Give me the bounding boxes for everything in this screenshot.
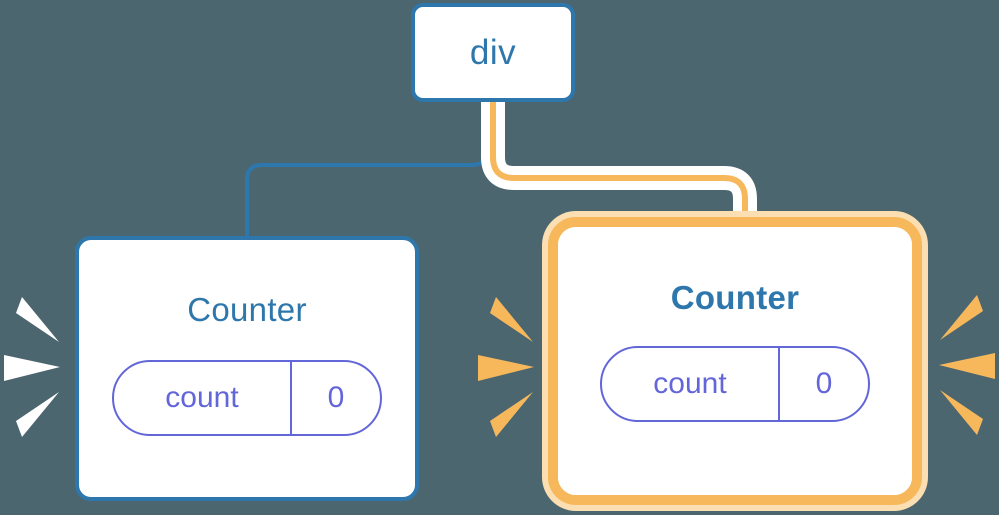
edge-halo — [481, 102, 757, 232]
counter-left-state-key: count — [114, 362, 292, 434]
counter-right-state-pill[interactable]: count 0 — [600, 346, 870, 422]
counter-left-title: Counter — [187, 291, 307, 328]
edge-div-to-counter-left — [245, 100, 489, 238]
div-node-label: div — [469, 33, 517, 72]
counter-component-left[interactable]: Counter count 0 — [75, 236, 419, 501]
counter-right-title: Counter — [670, 279, 800, 316]
counter-left-body: Counter count 0 — [79, 240, 415, 497]
counter-left-state-pill[interactable]: count 0 — [112, 360, 382, 436]
counter-right-state-key: count — [602, 348, 780, 420]
edge-div-to-counter-right — [490, 102, 748, 232]
counter-left-state-value: 0 — [327, 381, 345, 414]
counter-right-body: Counter count 0 — [558, 227, 912, 495]
div-node[interactable]: div — [411, 3, 575, 102]
counter-component-right[interactable]: Counter count 0 — [548, 217, 922, 505]
counter-right-state-value: 0 — [815, 367, 833, 400]
